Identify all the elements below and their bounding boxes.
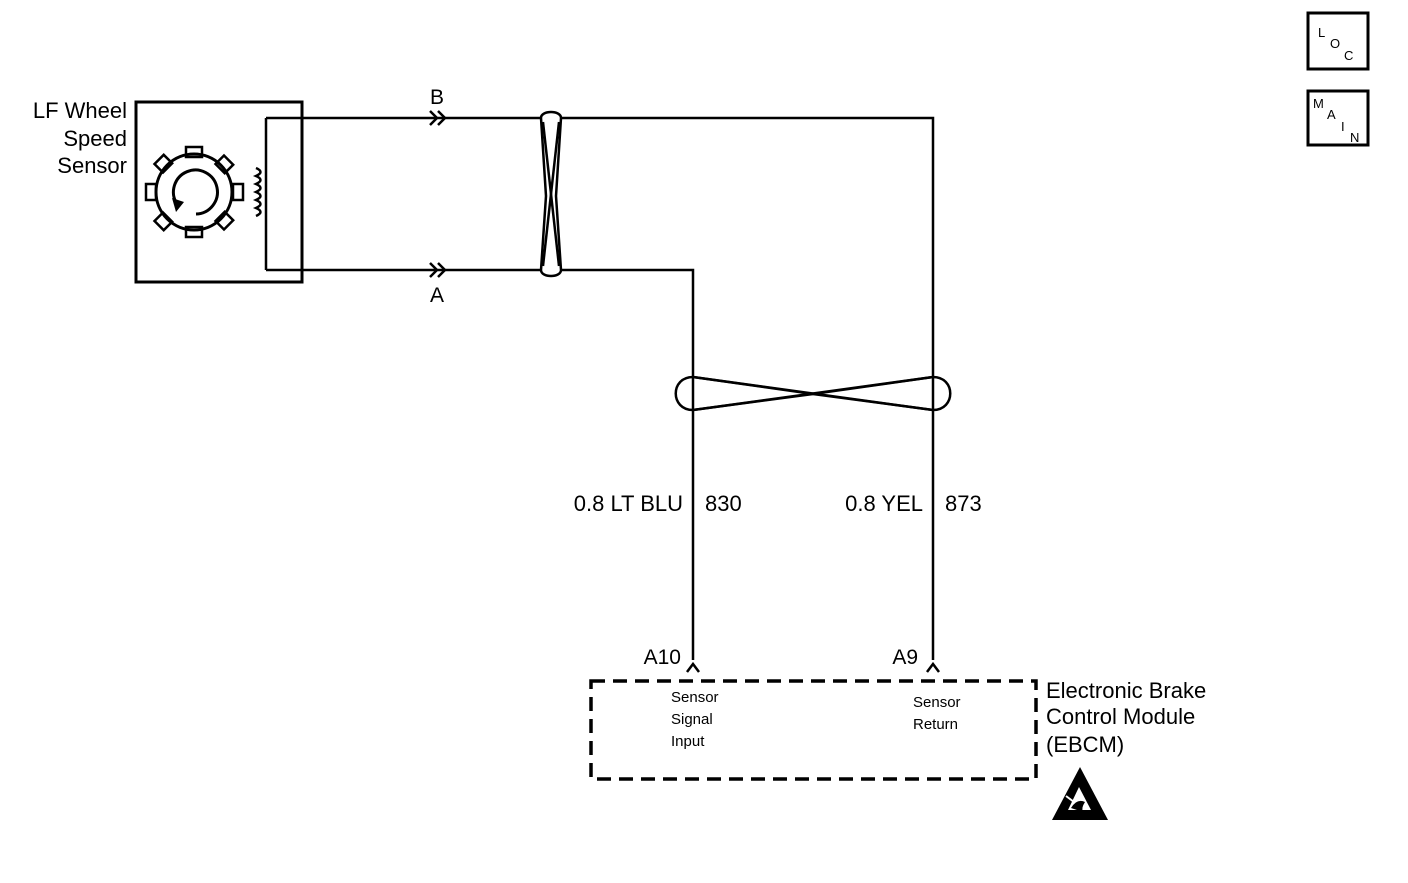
return-wire-circuit: 873 [945, 491, 982, 516]
signal-wire-circuit: 830 [705, 491, 742, 516]
connector-b-icon [429, 110, 447, 126]
connector-a-icon [429, 262, 447, 278]
sensor-name-line2: Speed [63, 126, 127, 151]
wire-a [266, 268, 695, 660]
esd-warning-icon [1052, 767, 1108, 820]
main-button[interactable]: M A I N [1306, 89, 1370, 147]
tone-wheel-icon [144, 145, 245, 239]
loc-letter-c: C [1344, 48, 1353, 63]
twisted-pair-icon-2 [674, 375, 952, 412]
ebcm-return-label-line2: Return [913, 716, 958, 733]
loc-letter-o: O [1330, 36, 1340, 51]
ebcm-module-box [589, 679, 1038, 781]
wheel-speed-sensor [134, 100, 304, 284]
pin-a-label: A [430, 284, 444, 307]
loc-letter-l: L [1318, 25, 1325, 40]
loc-button[interactable]: L O C [1306, 11, 1370, 71]
ebcm-name-line2: Control Module [1046, 704, 1195, 729]
main-letter-i: I [1341, 119, 1345, 134]
wire-b [266, 116, 935, 660]
pin-b-label: B [430, 86, 444, 109]
ebcm-pin-a9-icon [926, 661, 940, 673]
main-letter-m: M [1313, 96, 1324, 111]
ebcm-return-label-line1: Sensor [913, 694, 961, 711]
pickup-coil-icon [252, 118, 268, 270]
ebcm-name-line1: Electronic Brake [1046, 678, 1206, 703]
ebcm-pin-a10-icon [686, 661, 700, 673]
main-letter-n: N [1350, 130, 1359, 145]
pin-a9-label: A9 [892, 646, 918, 669]
sensor-name-line1: LF Wheel [33, 98, 127, 123]
main-letter-a: A [1327, 107, 1336, 122]
ebcm-signal-label-line3: Input [671, 733, 705, 750]
pin-a10-label: A10 [644, 646, 681, 669]
ebcm-signal-label-line1: Sensor [671, 689, 719, 706]
signal-wire-color: 0.8 LT BLU [574, 491, 683, 516]
ebcm-name-line3: (EBCM) [1046, 732, 1124, 757]
ebcm-signal-label-line2: Signal [671, 711, 713, 728]
twisted-pair-icon [539, 110, 563, 278]
return-wire-color: 0.8 YEL [845, 491, 923, 516]
sensor-name-line3: Sensor [57, 153, 127, 178]
